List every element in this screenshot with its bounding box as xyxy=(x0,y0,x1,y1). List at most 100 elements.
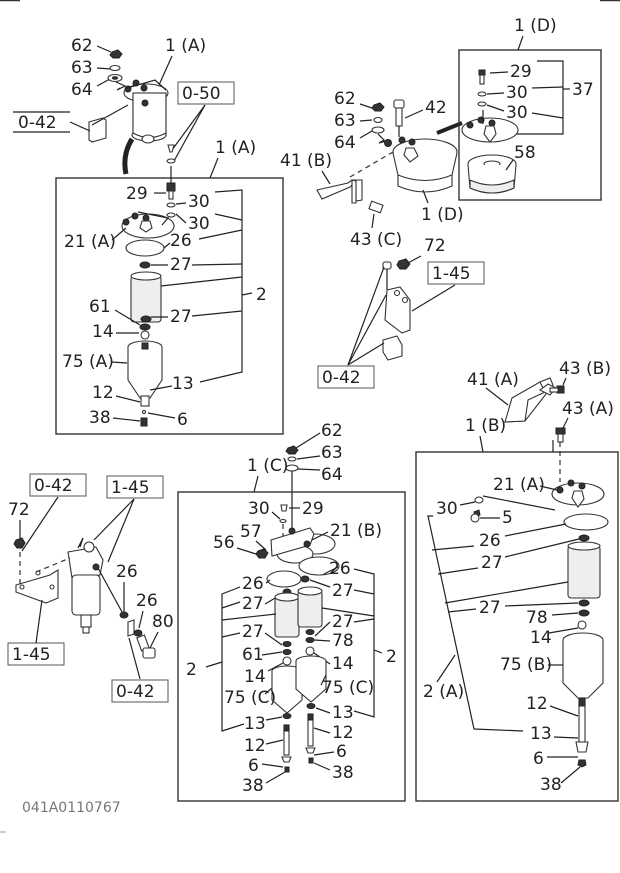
label-12-a[interactable]: 12 xyxy=(244,736,266,756)
ref-0-42[interactable]: 0-42 xyxy=(322,368,361,388)
label-26-a[interactable]: 26 xyxy=(329,559,351,579)
ref-1-45[interactable]: 1-45 xyxy=(12,645,51,665)
label-26-b[interactable]: 26 xyxy=(136,591,158,611)
label-43b[interactable]: 43 (B) xyxy=(559,359,611,379)
label-29[interactable]: 29 xyxy=(302,499,324,519)
label-13[interactable]: 13 xyxy=(172,374,194,394)
label-26[interactable]: 26 xyxy=(170,231,192,251)
label-42[interactable]: 42 xyxy=(425,98,447,118)
label-30-b[interactable]: 30 xyxy=(188,214,210,234)
label-43c[interactable]: 43 (C) xyxy=(350,230,402,250)
label-41b[interactable]: 41 (B) xyxy=(280,151,332,171)
label-13-a[interactable]: 13 xyxy=(244,714,266,734)
label-29[interactable]: 29 xyxy=(510,62,532,82)
ref-1-45[interactable]: 1-45 xyxy=(111,478,150,498)
label-14[interactable]: 14 xyxy=(92,322,114,342)
label-14[interactable]: 14 xyxy=(530,628,552,648)
label-1a-top[interactable]: 1 (A) xyxy=(165,36,206,56)
label-1d-box[interactable]: 1 (D) xyxy=(514,16,557,36)
ref-box-0-42-b[interactable]: 0-42 xyxy=(317,266,387,389)
label-30[interactable]: 30 xyxy=(436,499,458,519)
label-13[interactable]: 13 xyxy=(530,724,552,744)
label-1d[interactable]: 1 (D) xyxy=(421,205,464,225)
label-38-a[interactable]: 38 xyxy=(242,776,264,796)
label-26-a[interactable]: 26 xyxy=(116,562,138,582)
ref-0-50[interactable]: 0-50 xyxy=(182,84,221,104)
label-72[interactable]: 72 xyxy=(424,236,446,256)
label-63[interactable]: 63 xyxy=(71,58,93,78)
label-26[interactable]: 26 xyxy=(479,531,501,551)
label-43a[interactable]: 43 (A) xyxy=(562,399,614,419)
label-2[interactable]: 2 xyxy=(256,285,267,305)
label-27-a[interactable]: 27 xyxy=(170,255,192,275)
label-27-a[interactable]: 27 xyxy=(481,553,503,573)
label-62[interactable]: 62 xyxy=(321,421,343,441)
label-37[interactable]: 37 xyxy=(572,80,594,100)
label-30[interactable]: 30 xyxy=(248,499,270,519)
label-14-b[interactable]: 14 xyxy=(332,654,354,674)
label-29[interactable]: 29 xyxy=(126,184,148,204)
ref-box-0-42-c[interactable]: 0-42 xyxy=(21,473,87,552)
label-64[interactable]: 64 xyxy=(321,465,343,485)
label-61[interactable]: 61 xyxy=(242,645,264,665)
label-1b[interactable]: 1 (B) xyxy=(465,416,506,436)
label-72[interactable]: 72 xyxy=(8,500,30,520)
label-1c[interactable]: 1 (C) xyxy=(247,456,288,476)
label-75b[interactable]: 75 (B) xyxy=(500,655,552,675)
label-38[interactable]: 38 xyxy=(540,775,562,795)
label-27-d[interactable]: 27 xyxy=(332,612,354,632)
label-2-a[interactable]: 2 xyxy=(186,660,197,680)
label-61[interactable]: 61 xyxy=(89,297,111,317)
label-38[interactable]: 38 xyxy=(89,408,111,428)
ref-box-0-42-d[interactable]: 0-42 xyxy=(111,637,169,703)
label-13-b[interactable]: 13 xyxy=(332,703,354,723)
label-58[interactable]: 58 xyxy=(514,143,536,163)
label-30-b[interactable]: 30 xyxy=(506,103,528,123)
label-62[interactable]: 62 xyxy=(334,89,356,109)
label-2-b[interactable]: 2 xyxy=(386,647,397,667)
label-75a[interactable]: 75 (A) xyxy=(62,352,114,372)
label-5[interactable]: 5 xyxy=(502,508,513,528)
label-21b[interactable]: 21 (B) xyxy=(330,521,382,541)
ref-box-1-45-c[interactable]: 1-45 xyxy=(7,599,65,666)
label-12-b[interactable]: 12 xyxy=(332,723,354,743)
label-64[interactable]: 64 xyxy=(71,80,93,100)
label-38-b[interactable]: 38 xyxy=(332,763,354,783)
label-14-a[interactable]: 14 xyxy=(244,667,266,687)
label-27-a[interactable]: 27 xyxy=(332,581,354,601)
label-62[interactable]: 62 xyxy=(71,36,93,56)
ref-box-0-42-a[interactable]: 0-42 xyxy=(13,111,91,133)
label-80[interactable]: 80 xyxy=(152,612,174,632)
label-30-a[interactable]: 30 xyxy=(506,83,528,103)
label-26-b[interactable]: 26 xyxy=(242,574,264,594)
label-1a-box[interactable]: 1 (A) xyxy=(215,138,256,158)
ref-0-42[interactable]: 0-42 xyxy=(18,113,57,133)
ref-1-45[interactable]: 1-45 xyxy=(432,264,471,284)
label-30-a[interactable]: 30 xyxy=(188,192,210,212)
label-27-c[interactable]: 27 xyxy=(242,622,264,642)
ref-box-0-50[interactable]: 0-50 xyxy=(171,81,235,162)
ref-box-1-45-b[interactable]: 1-45 xyxy=(93,475,164,563)
label-12[interactable]: 12 xyxy=(92,383,114,403)
label-78[interactable]: 78 xyxy=(332,631,354,651)
ref-0-42[interactable]: 0-42 xyxy=(116,682,155,702)
label-75c-a[interactable]: 75 (C) xyxy=(224,688,276,708)
label-64[interactable]: 64 xyxy=(334,133,356,153)
label-21a[interactable]: 21 (A) xyxy=(64,232,116,252)
label-6[interactable]: 6 xyxy=(533,749,544,769)
label-56[interactable]: 56 xyxy=(213,533,235,553)
label-63[interactable]: 63 xyxy=(321,443,343,463)
label-27-b[interactable]: 27 xyxy=(242,594,264,614)
label-63[interactable]: 63 xyxy=(334,111,356,131)
ref-0-42[interactable]: 0-42 xyxy=(34,476,73,496)
label-12[interactable]: 12 xyxy=(526,694,548,714)
label-21a[interactable]: 21 (A) xyxy=(493,475,545,495)
label-27-b[interactable]: 27 xyxy=(479,598,501,618)
label-6-a[interactable]: 6 xyxy=(248,756,259,776)
label-27-b[interactable]: 27 xyxy=(170,307,192,327)
label-41a[interactable]: 41 (A) xyxy=(467,370,519,390)
label-75c-b[interactable]: 75 (C) xyxy=(322,678,374,698)
ref-box-1-45-a[interactable]: 1-45 xyxy=(411,261,485,312)
label-6-b[interactable]: 6 xyxy=(336,742,347,762)
label-78[interactable]: 78 xyxy=(526,608,548,628)
